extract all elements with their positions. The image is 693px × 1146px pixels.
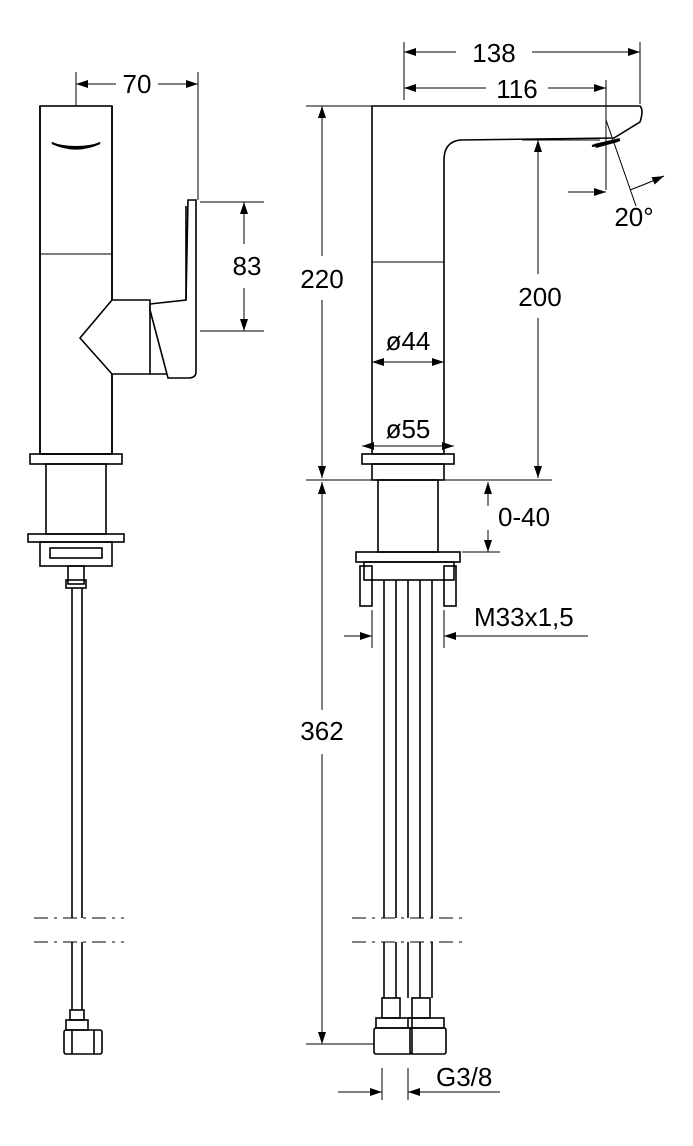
- side-view: 70 83: [27, 69, 264, 1055]
- dim-height-220: 220: [300, 264, 343, 294]
- lever-cartridge: [78, 299, 151, 375]
- dim-thread-m33: M33x1,5: [474, 602, 574, 632]
- dim-handle-83: 83: [233, 251, 262, 281]
- dim-connection-g38: G3/8: [436, 1062, 492, 1092]
- dim-diameter-55: ø55: [386, 414, 431, 444]
- dim-angle-20: 20°: [614, 202, 653, 232]
- dim-adjust-0-40: 0-40: [498, 502, 550, 532]
- dim-reach-138: 138: [472, 38, 515, 68]
- dim-length-362: 362: [300, 716, 343, 746]
- dim-diameter-44: ø44: [386, 326, 431, 356]
- dim-width-70: 70: [123, 69, 152, 99]
- dim-reach-116: 116: [496, 74, 537, 104]
- faucet-body-front: [371, 105, 643, 455]
- front-view: 138 116 20° 220 200 ø44 ø55 0-40: [300, 38, 665, 1100]
- faucet-body-side: [39, 105, 113, 455]
- dim-spout-200: 200: [518, 282, 561, 312]
- lever-handle: [149, 199, 197, 379]
